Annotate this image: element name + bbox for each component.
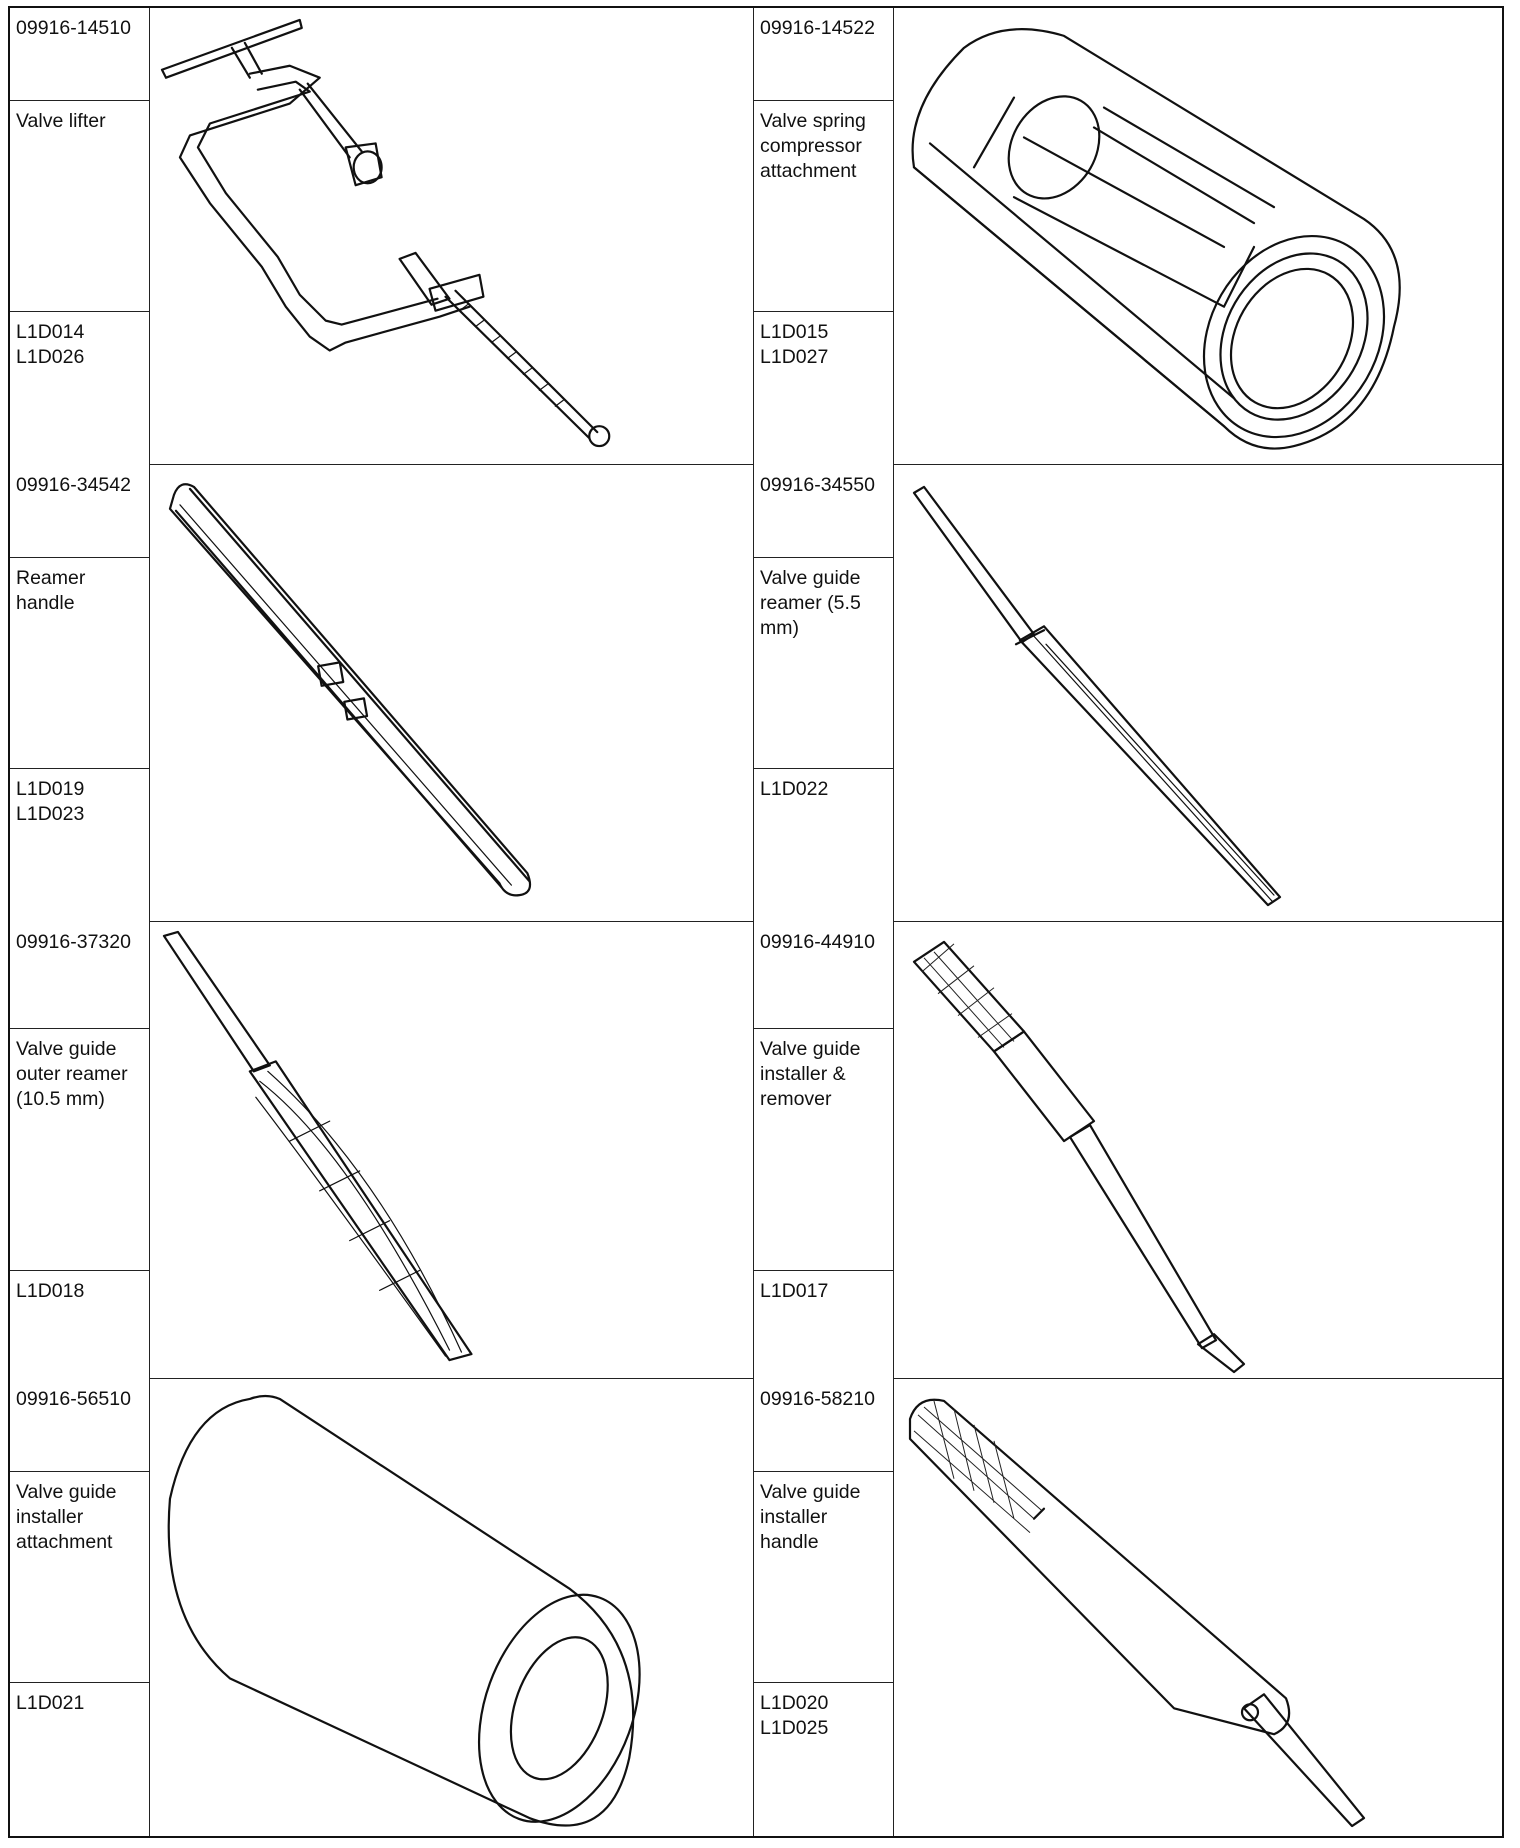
- knurled-drift-icon: [894, 922, 1502, 1379]
- reference-codes: L1D015 L1D027: [760, 321, 829, 368]
- c-clamp-valve-lifter-icon: [150, 8, 754, 465]
- cylinder-attachment-icon: [150, 1379, 754, 1836]
- tool-info-cell: 09916-44910 Valve guide installer & remo…: [754, 922, 894, 1379]
- tool-name: Reamer handle: [10, 558, 149, 769]
- spiral-reamer-icon: [150, 922, 754, 1379]
- reamer-handle-icon: [150, 465, 754, 922]
- tool-info-cell: 09916-34542 Reamer handle L1D019 L1D023: [10, 465, 150, 922]
- part-number: 09916-56510: [10, 1379, 149, 1472]
- reference-codes: L1D017: [760, 1280, 829, 1302]
- part-number: 09916-44910: [754, 922, 893, 1029]
- special-tools-table: 09916-14510 Valve lifter L1D014 L1D026 0…: [8, 6, 1504, 1838]
- reference-codes: L1D021: [16, 1692, 85, 1714]
- tool-name: Valve lifter: [10, 101, 149, 312]
- tool-info-cell: 09916-14510 Valve lifter L1D014 L1D026: [10, 8, 150, 465]
- reference-codes: L1D018: [16, 1280, 85, 1302]
- tool-info-cell: 09916-58210 Valve guide installer handle…: [754, 1379, 894, 1836]
- tool-info-cell: 09916-34550 Valve guide reamer (5.5 mm) …: [754, 465, 894, 922]
- part-number: 09916-14522: [754, 8, 893, 101]
- thin-reamer-icon: [894, 465, 1502, 922]
- slotted-sleeve-attachment-icon: [894, 8, 1502, 465]
- tool-info-cell: 09916-14522 Valve spring compressor atta…: [754, 8, 894, 465]
- reference-codes: L1D014 L1D026: [16, 321, 85, 368]
- part-number: 09916-58210: [754, 1379, 893, 1472]
- reference-codes: L1D019 L1D023: [16, 778, 85, 825]
- part-number: 09916-34542: [10, 465, 149, 558]
- tool-name: Valve guide reamer (5.5 mm): [754, 558, 893, 769]
- tool-name: Valve guide installer attachment: [10, 1472, 149, 1683]
- part-number: 09916-14510: [10, 8, 149, 101]
- reference-codes: L1D022: [760, 778, 829, 800]
- tool-info-cell: 09916-56510 Valve guide installer attach…: [10, 1379, 150, 1836]
- tool-name: Valve guide installer handle: [754, 1472, 893, 1683]
- tool-info-cell: 09916-37320 Valve guide outer reamer (10…: [10, 922, 150, 1379]
- knurled-handle-icon: [894, 1379, 1502, 1836]
- part-number: 09916-37320: [10, 922, 149, 1029]
- tool-name: Valve guide installer & remover: [754, 1029, 893, 1271]
- part-number: 09916-34550: [754, 465, 893, 558]
- reference-codes: L1D020 L1D025: [760, 1692, 829, 1739]
- tool-name: Valve guide outer reamer (10.5 mm): [10, 1029, 149, 1271]
- tool-name: Valve spring compressor attachment: [754, 101, 893, 312]
